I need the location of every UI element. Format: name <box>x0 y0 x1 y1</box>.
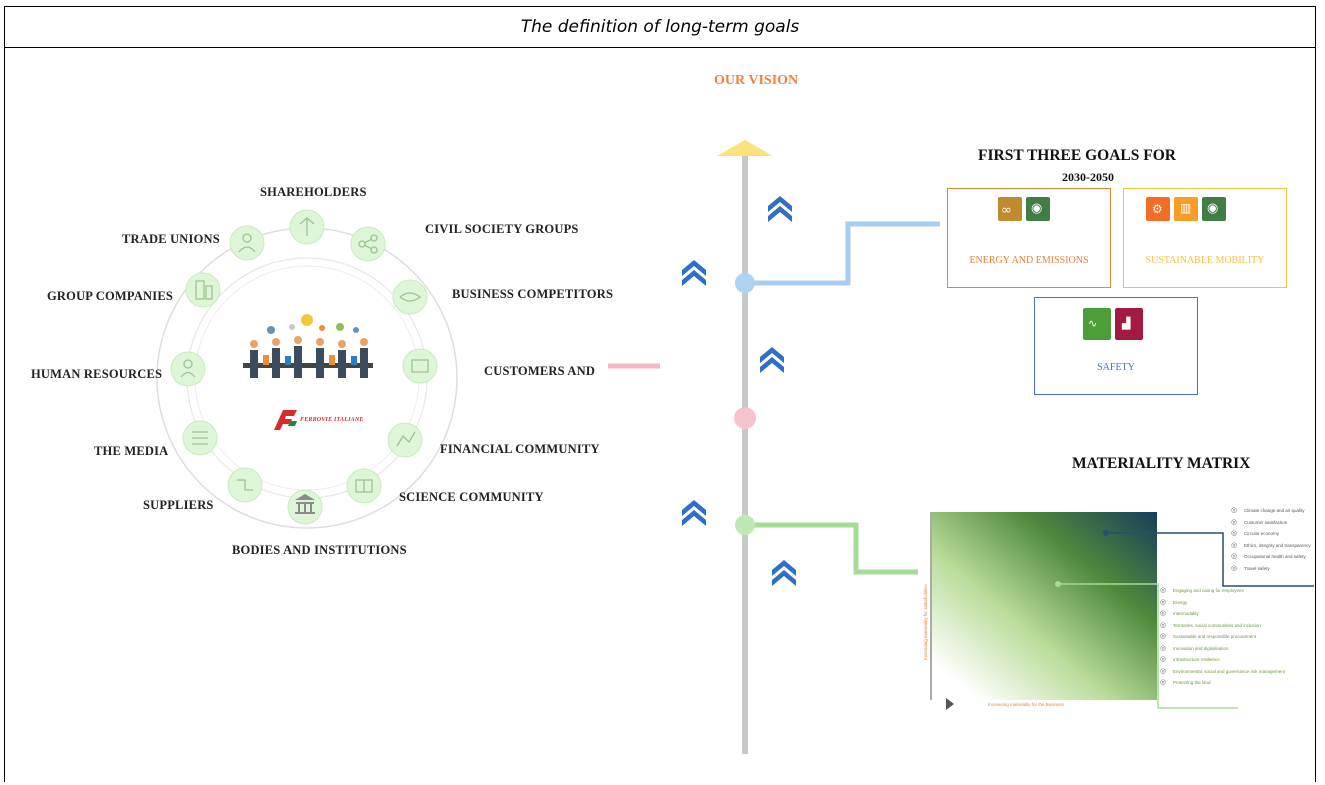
blue-connector-line <box>745 221 940 286</box>
node-hr-icon <box>170 351 206 387</box>
goal-safety-label: SAFETY <box>1097 362 1135 373</box>
idea-bulb-icon <box>301 314 313 326</box>
materiality-top-icon: ◎ <box>1231 518 1238 526</box>
blue-node <box>735 273 755 293</box>
label-financial: FINANCIAL COMMUNITY <box>440 442 600 456</box>
chevron-icon <box>760 347 784 373</box>
meeting-illustration <box>243 314 373 378</box>
materiality-bottom-icon: ◎ <box>1160 667 1167 675</box>
ferrovie-logo <box>274 410 297 430</box>
materiality-bottom-icon: ◎ <box>1160 656 1167 663</box>
label-hr: HUMAN RESOURCES <box>31 367 163 381</box>
green-connector-line <box>745 522 918 575</box>
materiality-bottom-item: Environmental, social and governance ris… <box>1173 668 1286 674</box>
page-header: The definition of long-term goals <box>4 6 1316 48</box>
goal-energy-box: ∞ ◉ ENERGY AND EMISSIONS <box>947 188 1111 288</box>
materiality-top-icon: ◎ <box>1231 507 1238 514</box>
vision-axis-stem <box>742 154 748 754</box>
brand-text: FERROVIE ITALIANE <box>300 417 364 423</box>
materiality-bottom-icon: ◎ <box>1160 644 1167 652</box>
wheel-inner-ring-2 <box>194 265 420 491</box>
materiality-bottom-item: Protecting the land <box>1173 680 1211 685</box>
goal-safety-box: ∿ ▟ SAFETY <box>1034 297 1198 395</box>
materiality-top-icon: ◎ <box>1231 530 1238 537</box>
materiality-bottom-icon: ◎ <box>1160 610 1167 617</box>
node-companies-icon <box>185 272 221 308</box>
materiality-top-icon: ◎ <box>1231 553 1238 560</box>
node-civil-society-icon <box>350 226 386 262</box>
sdg-15-icon: ◉ <box>1026 197 1050 221</box>
materiality-bottom-icon: ◎ <box>1160 621 1167 629</box>
matrix-top-leader <box>1106 532 1314 587</box>
materiality-bottom-icon: ◎ <box>1160 633 1167 640</box>
materiality-bottom-item: Infrastructure resilience <box>1173 657 1220 662</box>
our-vision-label: OUR VISION <box>714 73 799 88</box>
node-financial-icon <box>387 422 423 458</box>
goals-title: FIRST THREE GOALS FOR <box>978 147 1176 164</box>
matrix-y-axis-label: Increasing materiality for stakeholders <box>923 583 928 660</box>
green-node <box>735 515 755 535</box>
label-institutions: BODIES AND INSTITUTIONS <box>232 543 407 557</box>
sdg-12-icon: ∞ <box>998 197 1022 221</box>
vision-arrowhead <box>717 140 773 156</box>
matrix-x-arrow-icon <box>946 698 954 710</box>
materiality-bottom-item: Energy <box>1173 599 1188 605</box>
materiality-bottom-item: Engaging and caring for employees <box>1173 588 1244 593</box>
label-customers: CUSTOMERS AND <box>484 364 596 378</box>
institution-building-icon <box>295 494 315 514</box>
label-companies: GROUP COMPANIES <box>47 289 174 303</box>
materiality-top-item: Circular economy <box>1244 531 1280 536</box>
materiality-top-item: Travel safety <box>1244 565 1270 571</box>
matrix-x-axis-label: Increasing materiality for the Business <box>988 702 1065 707</box>
sdg-8-icon: ▟ <box>1115 308 1143 340</box>
materiality-top-item: Customer satisfaction <box>1244 519 1288 525</box>
chevron-icon <box>772 560 796 586</box>
stakeholder-wheel <box>156 209 660 529</box>
label-science: SCIENCE COMMUNITY <box>399 490 544 504</box>
node-customers-icon <box>402 348 438 384</box>
sdg-9-icon: ⚙ <box>1146 197 1170 221</box>
materiality-title: MATERIALITY MATRIX <box>1072 455 1251 472</box>
sdg-3-icon: ∿ <box>1083 308 1111 340</box>
goal-mobility-box: ⚙ ▥ ◉ SUSTAINABLE MOBILITY <box>1123 188 1287 288</box>
goal-energy-label: ENERGY AND EMISSIONS <box>969 255 1089 266</box>
goal-mobility-label: SUSTAINABLE MOBILITY <box>1145 255 1265 266</box>
matrix-gradient-area <box>932 512 1157 700</box>
label-suppliers: SUPPLIERS <box>143 498 214 512</box>
materiality-bottom-item: Sustainable and responsible procurement <box>1173 634 1257 639</box>
wheel-inner-ring <box>186 257 428 499</box>
label-media: THE MEDIA <box>94 444 169 458</box>
materiality-bottom-item: Territories, social communities and incl… <box>1173 622 1261 628</box>
materiality-bottom-icon: ◎ <box>1160 679 1167 686</box>
label-civil-society: CIVIL SOCIETY GROUPS <box>425 222 579 236</box>
sdg-13-icon: ◉ <box>1202 197 1226 221</box>
materiality-top-icon: ◎ <box>1231 564 1238 572</box>
materiality-bottom-icon: ◎ <box>1160 598 1167 606</box>
matrix-bottom-leader <box>1058 583 1238 709</box>
materiality-top-item: Occupational health and safety <box>1244 554 1306 559</box>
pink-connector-line <box>608 363 660 369</box>
materiality-bottom-item: Innovation and digitalisation <box>1173 645 1229 651</box>
label-unions: TRADE UNIONS <box>122 232 220 246</box>
label-shareholders: SHAREHOLDERS <box>260 185 367 199</box>
materiality-top-icon: ◎ <box>1231 541 1238 549</box>
chevron-icon <box>682 260 706 286</box>
node-unions-icon <box>229 225 265 261</box>
label-competitors: BUSINESS COMPETITORS <box>452 287 614 301</box>
sdg-11-icon: ▥ <box>1174 197 1198 221</box>
materiality-top-item: Climate change and air quality <box>1244 508 1305 513</box>
materiality-bottom-item: Intermodality <box>1173 611 1199 616</box>
goals-years: 2030-2050 <box>1062 170 1114 184</box>
vision-axis <box>682 140 940 754</box>
materiality-top-item: Ethics, integrity and transparency <box>1244 542 1311 548</box>
page-title: The definition of long-term goals <box>520 16 800 37</box>
pink-node <box>734 407 756 429</box>
materiality-matrix: Increasing materiality for the Business … <box>923 512 1314 710</box>
materiality-bottom-icon: ◎ <box>1160 587 1167 594</box>
chevron-icon <box>768 196 792 222</box>
page-frame <box>4 6 1316 782</box>
node-competitors-icon <box>392 279 428 315</box>
chevron-icon <box>682 500 706 526</box>
